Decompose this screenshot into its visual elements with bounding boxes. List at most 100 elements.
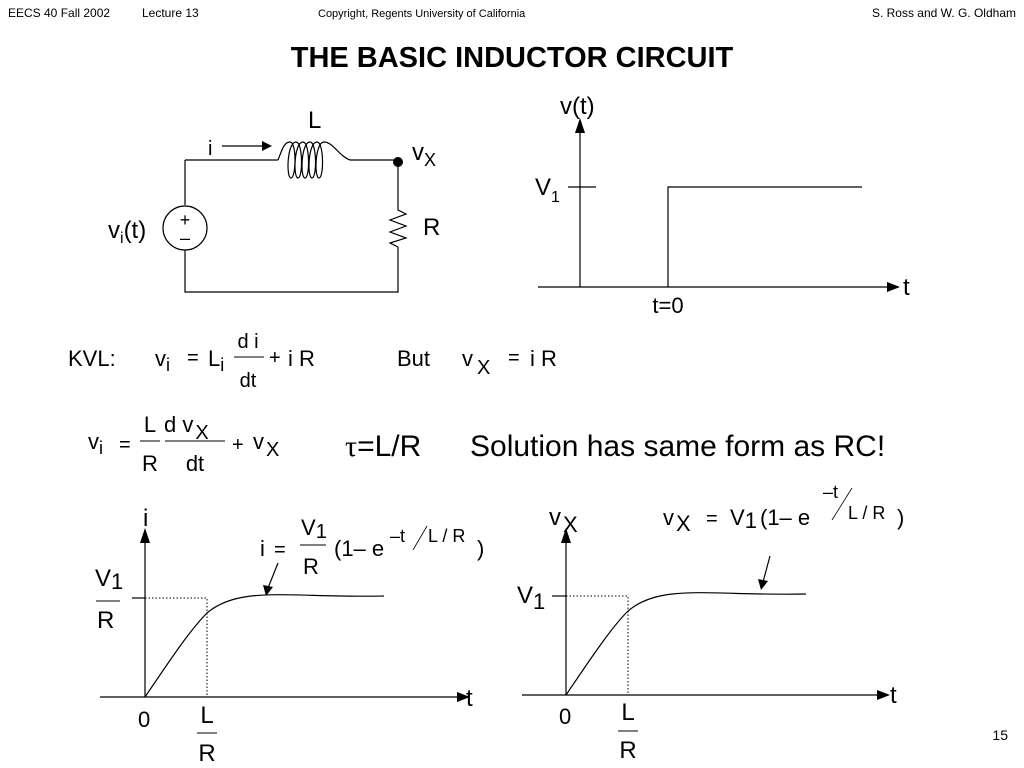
- current-ytick-den: R: [97, 607, 114, 634]
- vf-eq: =: [706, 508, 718, 530]
- eq3-L: L: [144, 412, 156, 437]
- cf-exp-den: L / R: [428, 526, 465, 546]
- current-origin: 0: [138, 707, 150, 732]
- current-ytick-num: V1: [95, 565, 123, 594]
- voltage-formula: vX = V1 (1– e –t L / R ): [663, 482, 904, 536]
- kvl-L: Li: [208, 346, 224, 375]
- wire-bottom: [184, 247, 399, 293]
- current-pointer-line: [267, 562, 279, 589]
- eq3-lhs: vi: [88, 429, 103, 458]
- voltage-xlabel: t: [890, 682, 897, 709]
- wire-top-right: [350, 159, 399, 205]
- current-xtick-den: R: [198, 740, 215, 767]
- step-x-arrow: [887, 282, 900, 292]
- source-minus: –: [180, 228, 190, 248]
- voltage-ylabel: vX: [549, 504, 578, 537]
- kvl-di: d i: [237, 331, 258, 353]
- header-copyright: Copyright, Regents University of Califor…: [318, 8, 526, 20]
- eq3-R: R: [142, 451, 158, 476]
- cf-num: V1: [301, 515, 327, 543]
- current-x-arrow: [457, 692, 470, 702]
- voltage-origin: 0: [559, 704, 571, 729]
- solution-note: Solution has same form as RC!: [470, 430, 885, 463]
- page-number: 15: [992, 727, 1008, 743]
- resistor-label: R: [423, 214, 440, 241]
- node-label: vX: [412, 139, 436, 170]
- kvl-dt: dt: [240, 370, 257, 392]
- vx-rhs: i R: [530, 346, 557, 371]
- step-y-arrow: [575, 118, 585, 133]
- current-xtick-num: L: [200, 702, 213, 729]
- eq3-dt: dt: [186, 451, 204, 476]
- vf-exp-den: L / R: [848, 503, 885, 523]
- header-lecture: Lecture 13: [142, 6, 199, 20]
- eq3-plus: +: [232, 434, 244, 456]
- eq3-eq: =: [119, 434, 131, 456]
- voltage-x-arrow: [877, 690, 890, 700]
- source-label: vi(t): [108, 217, 146, 247]
- voltage-dotted-guide: [566, 595, 629, 695]
- cf-exp: –t: [390, 526, 405, 546]
- voltage-xtick-den: R: [619, 737, 636, 764]
- vf-V: V1: [730, 505, 757, 533]
- voltage-pointer-line: [762, 555, 771, 583]
- cf-lhs: i: [260, 536, 265, 561]
- tau-eq: τ=L/R: [345, 430, 421, 463]
- voltage-xtick-num: L: [621, 699, 634, 726]
- cf-slash: [412, 525, 428, 551]
- kvl-eq: =: [187, 347, 199, 369]
- vf-slash: [831, 487, 853, 521]
- cf-close: ): [477, 536, 484, 561]
- but-label: But: [397, 346, 430, 371]
- header-authors: S. Ross and W. G. Oldham: [871, 6, 1016, 20]
- step-plot: [538, 132, 888, 288]
- step-zero-label: t=0: [652, 293, 683, 318]
- step-ylabel: v(t): [560, 93, 595, 120]
- voltage-y-arrow: [561, 528, 571, 543]
- current-ylabel: i: [143, 505, 148, 532]
- kvl-iR: i R: [288, 346, 315, 371]
- step-level-label: V1: [535, 174, 560, 206]
- current-plot: [100, 542, 458, 698]
- current-formula: i = V1 R (1– e –t L / R ): [260, 515, 484, 579]
- current-xlabel: t: [466, 685, 473, 712]
- inductor-label: L: [308, 107, 321, 134]
- vf-lhs: vX: [663, 505, 691, 536]
- inductor-coil: [277, 141, 351, 179]
- cf-eq: =: [274, 539, 286, 561]
- current-dotted-guide: [145, 597, 208, 697]
- node-dot: [393, 157, 403, 167]
- kvl-prefix: KVL:: [68, 346, 116, 371]
- vx-eq: =: [508, 347, 520, 369]
- header-course: EECS 40 Fall 2002: [8, 6, 111, 20]
- vf-body: (1– e: [760, 505, 810, 530]
- vf-exp: –t: [823, 482, 838, 502]
- current-pointer-head: [263, 585, 273, 596]
- kvl-lhs: vi: [155, 346, 170, 375]
- current-label: i: [208, 138, 212, 160]
- cf-den: R: [303, 554, 319, 579]
- page-title: THE BASIC INDUCTOR CIRCUIT: [290, 42, 734, 74]
- voltage-curve: [565, 592, 807, 696]
- source-plus: +: [180, 210, 191, 230]
- resistor-zigzag: [388, 205, 408, 248]
- current-arrow-head: [262, 141, 272, 151]
- step-xlabel: t: [903, 274, 910, 301]
- kvl-plus: +: [269, 347, 281, 369]
- voltage-level: V1: [517, 582, 545, 614]
- circuit-diagram: [162, 141, 408, 293]
- current-y-arrow: [140, 528, 150, 543]
- current-curve: [144, 594, 385, 698]
- voltage-plot: [522, 542, 878, 696]
- voltage-source-circle: [162, 205, 208, 251]
- step-signal: [667, 186, 862, 287]
- voltage-pointer-head: [758, 579, 768, 590]
- cf-body: (1– e: [334, 536, 384, 561]
- vf-close: ): [897, 505, 904, 530]
